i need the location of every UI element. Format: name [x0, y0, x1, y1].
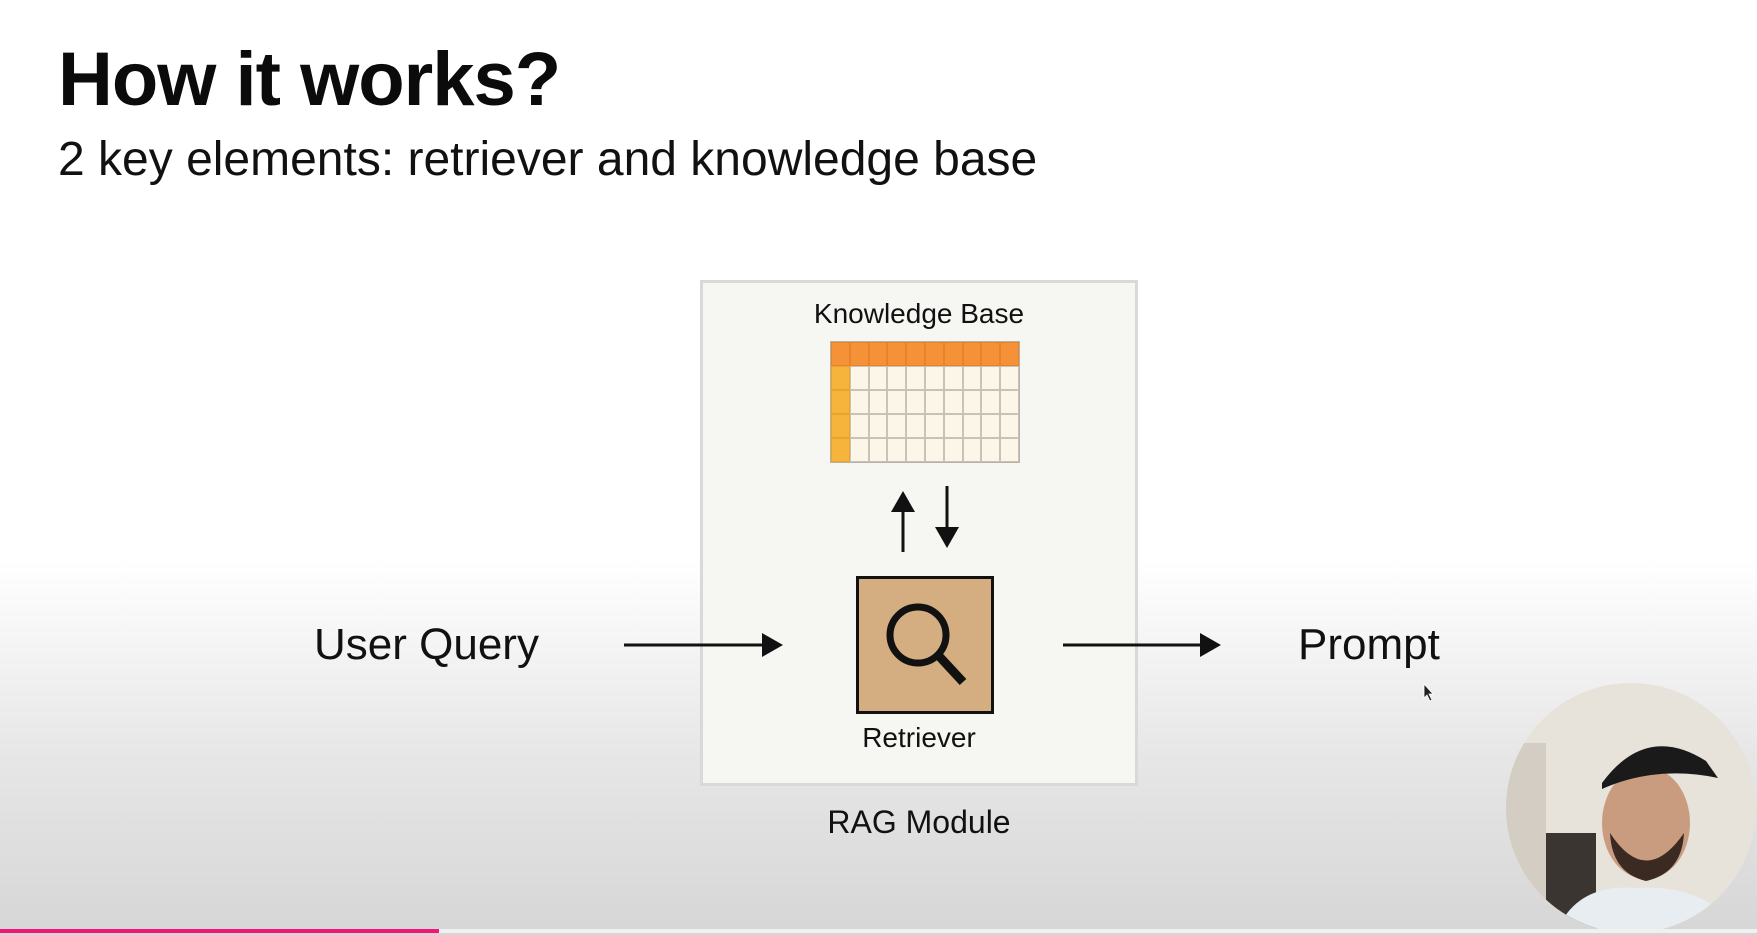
- video-progress-fill: [0, 929, 440, 933]
- kb-cell: [962, 342, 982, 366]
- prompt-label: Prompt: [1298, 620, 1440, 669]
- knowledge-base-label: Knowledge Base: [813, 298, 1025, 329]
- kb-cell: [981, 390, 1001, 414]
- mouse-pointer-icon: [1423, 682, 1434, 702]
- kb-cell: [981, 342, 1001, 366]
- kb-cell: [1000, 342, 1019, 366]
- kb-cell: [887, 414, 907, 438]
- kb-cell: [849, 366, 869, 390]
- kb-cell: [943, 366, 963, 390]
- kb-cell: [887, 342, 907, 366]
- video-progress-bar[interactable]: [0, 929, 1757, 933]
- kb-cell: [924, 366, 944, 390]
- presenter-webcam: [1506, 683, 1756, 933]
- kb-cell: [1000, 366, 1019, 390]
- kb-cell: [962, 438, 982, 462]
- kb-cell: [962, 390, 982, 414]
- kb-cell: [868, 342, 888, 366]
- retriever-label: Retriever: [862, 722, 976, 753]
- kb-cell: [924, 438, 944, 462]
- kb-cell: [831, 366, 850, 390]
- kb-cell: [943, 342, 963, 366]
- retriever-box: [856, 576, 994, 714]
- kb-cell: [906, 366, 925, 390]
- slide-subtitle: 2 key elements: retriever and knowledge …: [58, 133, 1038, 186]
- kb-cell: [943, 414, 963, 438]
- kb-cell: [849, 438, 869, 462]
- kb-cell: [962, 414, 982, 438]
- kb-cell: [924, 342, 944, 366]
- kb-cell: [868, 390, 888, 414]
- kb-cell: [924, 414, 944, 438]
- kb-cell: [849, 342, 869, 366]
- kb-cell: [849, 414, 869, 438]
- kb-cell: [887, 390, 907, 414]
- kb-cell: [1000, 390, 1019, 414]
- slide-title: How it works?: [58, 37, 561, 122]
- kb-cell: [831, 438, 850, 462]
- kb-cell: [924, 390, 944, 414]
- kb-cell: [906, 414, 925, 438]
- kb-cell: [981, 438, 1001, 462]
- kb-cell: [906, 342, 925, 366]
- kb-cell: [1000, 414, 1019, 438]
- kb-cell: [943, 390, 963, 414]
- user-query-label: User Query: [314, 620, 539, 669]
- kb-cell: [831, 390, 850, 414]
- kb-cell: [906, 438, 925, 462]
- kb-cell: [962, 366, 982, 390]
- kb-cell: [1000, 438, 1019, 462]
- kb-cell: [868, 438, 888, 462]
- search-icon: [886, 603, 967, 686]
- kb-cell: [887, 438, 907, 462]
- kb-cell: [943, 438, 963, 462]
- kb-cell: [981, 414, 1001, 438]
- kb-cell: [887, 366, 907, 390]
- kb-cell: [831, 414, 850, 438]
- rag-module-label: RAG Module: [827, 804, 1011, 840]
- kb-cell: [831, 342, 850, 366]
- knowledge-base-table-icon: [830, 341, 1020, 463]
- kb-cell: [868, 366, 888, 390]
- kb-cell: [868, 414, 888, 438]
- kb-cell: [981, 366, 1001, 390]
- kb-cell: [849, 390, 869, 414]
- kb-cell: [906, 390, 925, 414]
